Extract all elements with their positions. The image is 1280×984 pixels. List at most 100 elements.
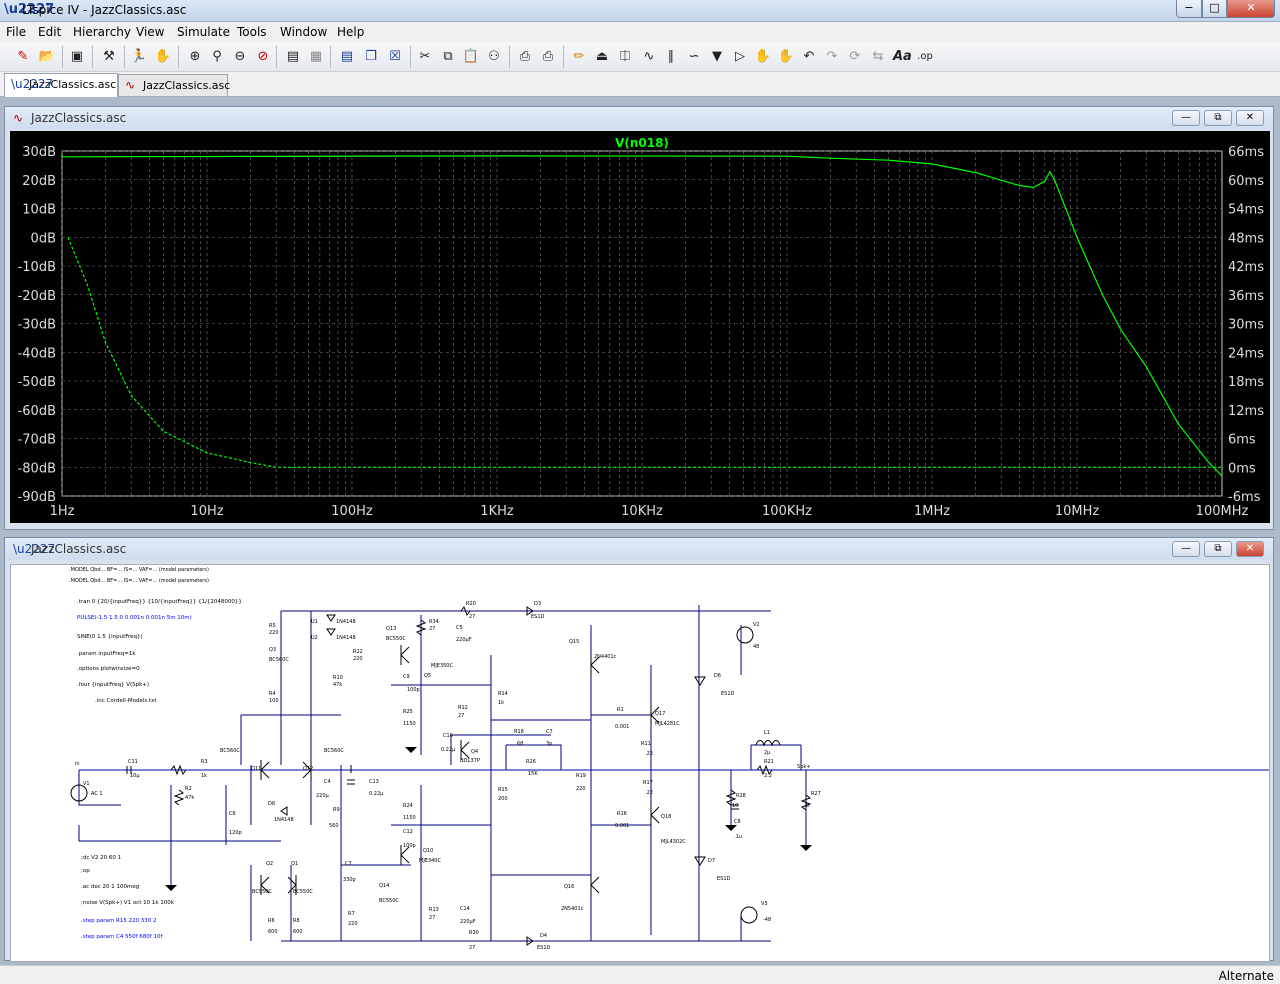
component-label-v2[interactable]: V2 xyxy=(753,622,760,628)
component-label-v3[interactable]: V3 xyxy=(761,901,768,907)
component-label-r12[interactable]: R12 xyxy=(458,705,468,711)
component-label-q12[interactable]: Q12 xyxy=(303,766,313,772)
close-all-icon[interactable]: ☒ xyxy=(389,49,401,64)
component-label-q18m[interactable]: MJL4302C xyxy=(661,839,686,845)
component-label-c6[interactable]: C6 xyxy=(229,811,236,817)
component-icon[interactable]: ▷ xyxy=(735,49,745,64)
component-label-spk[interactable]: Spk+ xyxy=(797,764,810,770)
grid-icon[interactable]: ▦ xyxy=(309,49,323,64)
component-label-r14v[interactable]: 1k xyxy=(498,700,504,706)
component-label-u2[interactable]: U2 xyxy=(311,635,318,641)
component-label-q14m[interactable]: BC550C xyxy=(379,898,399,904)
component-label-q13m[interactable]: BC550C xyxy=(386,636,406,642)
component-label-r15[interactable]: R15 xyxy=(498,787,508,793)
wire-icon[interactable]: ✏ xyxy=(573,49,585,64)
schematic-close-button[interactable]: ✕ xyxy=(1236,541,1264,557)
component-label-q17m[interactable]: MJL4281C xyxy=(655,721,680,727)
component-label-q2[interactable]: Q2 xyxy=(266,861,273,867)
component-label-r20[interactable]: R20 xyxy=(466,601,476,607)
component-label-q5m[interactable]: MJE350C xyxy=(431,663,453,669)
component-label-q13[interactable]: Q13 xyxy=(386,626,396,632)
component-label-r27v[interactable]: 8 xyxy=(806,803,809,809)
component-label-c6v[interactable]: 120p xyxy=(229,830,242,836)
component-label-d7[interactable]: D7 xyxy=(708,858,715,864)
schematic-restore-button[interactable]: ⧉ xyxy=(1204,541,1232,557)
menu-file[interactable]: File xyxy=(6,25,27,39)
component-label-r13[interactable]: R13 xyxy=(429,907,439,913)
component-label-r18v[interactable]: 68 xyxy=(517,741,523,747)
component-label-q3m[interactable]: BC560C xyxy=(269,657,289,663)
component-label-r19v[interactable]: 220 xyxy=(576,786,586,792)
zoom-out-icon[interactable]: ⊖ xyxy=(234,49,246,64)
zoom-cancel-icon[interactable]: ⊘ xyxy=(257,49,269,64)
component-label-c11[interactable]: C11 xyxy=(128,759,138,765)
redo-icon[interactable]: ↷ xyxy=(826,49,838,64)
component-label-c7v[interactable]: 3p xyxy=(546,741,552,747)
component-label-c12[interactable]: C12 xyxy=(403,829,413,835)
component-label-r9v[interactable]: 560 xyxy=(329,823,339,829)
component-label-r11[interactable]: R11 xyxy=(641,741,651,747)
component-label-r22v[interactable]: 220 xyxy=(353,656,363,662)
component-label-c11v[interactable]: 10µ xyxy=(130,773,140,779)
component-label-c4v[interactable]: 220µ xyxy=(316,793,330,799)
component-label-q3[interactable]: Q3 xyxy=(269,647,276,653)
component-label-r15v[interactable]: 200 xyxy=(498,796,508,802)
component-label-d4m[interactable]: ES1D xyxy=(537,945,551,951)
menu-view[interactable]: View xyxy=(136,25,165,39)
component-label-r13v[interactable]: 27 xyxy=(429,915,435,921)
component-label-r5v[interactable]: 220 xyxy=(269,630,279,636)
component-label-in[interactable]: in xyxy=(75,761,80,767)
component-label-q14[interactable]: Q14 xyxy=(379,883,389,889)
component-label-u1[interactable]: U1 xyxy=(311,619,318,625)
component-label-r24[interactable]: R24 xyxy=(403,803,413,809)
component-label-r6v[interactable]: 600 xyxy=(268,929,278,935)
halt-icon[interactable]: ✋ xyxy=(154,49,172,64)
component-label-r1v[interactable]: 0.001 xyxy=(615,724,629,730)
component-label-q2m[interactable]: BC550C xyxy=(293,889,313,895)
component-label-r10v[interactable]: 47k xyxy=(333,682,342,688)
component-label-r24v[interactable]: 1150 xyxy=(403,815,416,821)
menu-hierarchy[interactable]: Hierarchy xyxy=(73,25,132,39)
component-label-r2[interactable]: R2 xyxy=(185,786,192,792)
component-label-r34[interactable]: R34 xyxy=(429,619,439,625)
component-label-c12v[interactable]: 100p xyxy=(403,843,416,849)
component-label-r30[interactable]: R30 xyxy=(469,930,479,936)
component-label-q15m[interactable]: 2N4401c xyxy=(594,654,617,660)
component-label-r3[interactable]: R3 xyxy=(201,759,208,765)
component-label-c8v[interactable]: .1u xyxy=(734,834,742,840)
component-label-c7b[interactable]: C7 xyxy=(345,861,352,867)
component-label-r28[interactable]: R28 xyxy=(736,793,746,799)
spice-directive-icon[interactable]: .op xyxy=(917,51,933,62)
component-label-r8v[interactable]: 600 xyxy=(293,929,303,935)
component-label-d6m[interactable]: ES1D xyxy=(721,691,735,697)
component-label-r7[interactable]: R7 xyxy=(348,911,355,917)
component-label-r30v[interactable]: 27 xyxy=(469,945,475,951)
cascade-icon[interactable]: ❐ xyxy=(365,49,377,64)
component-label-r18[interactable]: R18 xyxy=(514,729,524,735)
component-label-r6[interactable]: R6 xyxy=(268,918,275,924)
text-icon[interactable]: Aa xyxy=(893,49,912,64)
component-label-v3v[interactable]: -48 xyxy=(763,917,771,923)
component-label-r5[interactable]: R5 xyxy=(269,623,276,629)
menu-window[interactable]: Window xyxy=(280,25,328,39)
component-label-v1v[interactable]: AC 1 xyxy=(91,791,103,797)
component-label-r17[interactable]: R17 xyxy=(643,780,653,786)
waveform-restore-button[interactable]: ⧉ xyxy=(1204,110,1232,126)
component-label-c9v[interactable]: 100p xyxy=(407,687,420,693)
save-icon[interactable]: ▣ xyxy=(70,49,84,64)
component-label-c8[interactable]: C8 xyxy=(734,819,741,825)
component-label-d3[interactable]: D3 xyxy=(534,601,541,607)
component-label-r28v[interactable]: 10 xyxy=(732,803,738,809)
component-label-r4v[interactable]: 100 xyxy=(269,698,279,704)
component-label-q4[interactable]: Q4 xyxy=(471,749,478,755)
component-label-c14v[interactable]: 220µF xyxy=(460,919,476,925)
component-label-c14[interactable]: C14 xyxy=(460,906,470,912)
component-label-q17[interactable]: Q17 xyxy=(655,711,665,717)
component-label-r3v[interactable]: 1k xyxy=(201,773,207,779)
component-label-r8[interactable]: R8 xyxy=(293,918,300,924)
open-icon[interactable]: 📂 xyxy=(38,49,56,64)
schematic-minimize-button[interactable]: — xyxy=(1172,541,1200,557)
new-schematic-icon[interactable]: ✎ xyxy=(17,49,29,64)
component-label-r11v[interactable]: .22 xyxy=(645,751,653,757)
component-label-l1[interactable]: L1 xyxy=(764,730,770,736)
